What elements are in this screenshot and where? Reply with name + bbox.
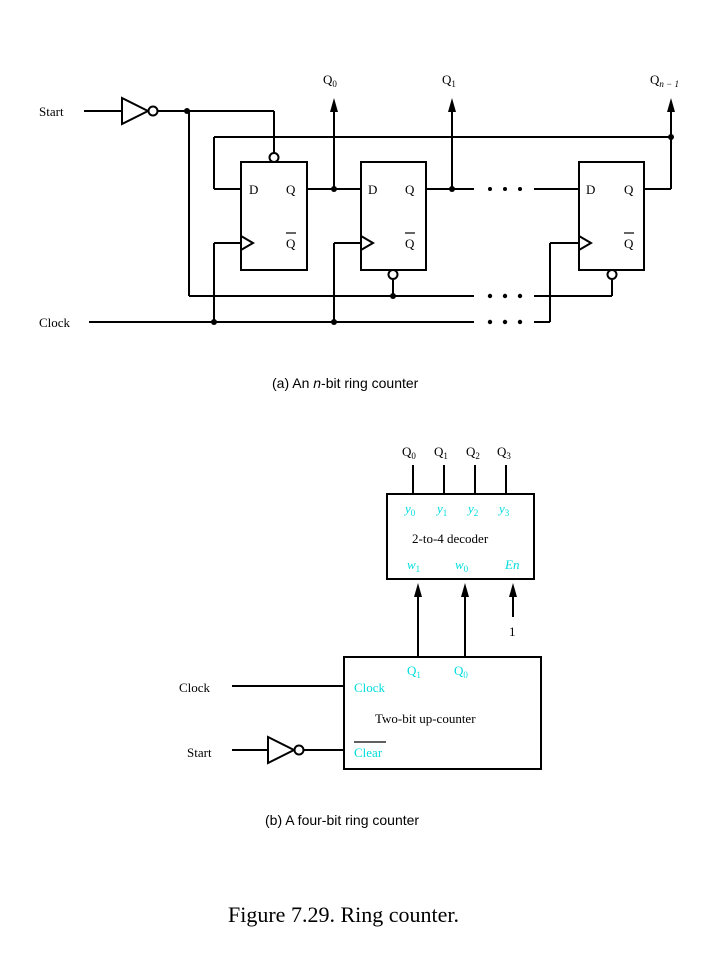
en-constant-label: 1 bbox=[509, 624, 516, 639]
junction-dot bbox=[211, 319, 217, 325]
ff0-q-label: Q bbox=[286, 182, 296, 197]
junction-dot bbox=[331, 319, 337, 325]
part-b-clock-label: Clock bbox=[179, 680, 211, 695]
q0-output-label: Q0 bbox=[323, 72, 337, 89]
flip-flop-1: D Q Q bbox=[360, 161, 427, 280]
ff0-d-label: D bbox=[249, 182, 258, 197]
counter-q1-label: Q1 bbox=[407, 663, 421, 680]
decoder-2-to-4: y0 y1 y2 y3 2-to-4 decoder w1 w0 En bbox=[386, 493, 535, 580]
output-q3-label: Q3 bbox=[497, 444, 511, 461]
decoder-y0-label: y0 bbox=[403, 501, 416, 518]
junction-dot bbox=[449, 186, 455, 192]
start-inverter bbox=[121, 96, 159, 126]
part-b-start-inverter bbox=[267, 735, 305, 765]
ffn-q-label: Q bbox=[624, 182, 634, 197]
clock-bus-ellipsis bbox=[487, 319, 523, 325]
qn-arrow bbox=[667, 98, 675, 112]
clock-triangle-icon bbox=[240, 235, 255, 251]
output-q2-label: Q2 bbox=[466, 444, 480, 461]
ff1-qbar-label: Q bbox=[405, 236, 415, 251]
clock-triangle-icon bbox=[360, 235, 375, 251]
decoder-en-label: En bbox=[504, 557, 519, 572]
stage-ellipsis bbox=[488, 187, 522, 191]
counter-q0-label: Q0 bbox=[454, 663, 468, 680]
output-q1-label: Q1 bbox=[434, 444, 448, 461]
en-arrow bbox=[509, 583, 517, 597]
clear-bus-ellipsis bbox=[487, 293, 523, 299]
output-q0-label: Q0 bbox=[402, 444, 416, 461]
ff0-preset-bubble bbox=[268, 152, 280, 163]
decoder-y2-label: y2 bbox=[466, 501, 478, 518]
decoder-w1-label: w1 bbox=[407, 557, 420, 574]
ff0-qbar-label: Q bbox=[286, 236, 296, 251]
decoder-y3-label: y3 bbox=[497, 501, 510, 518]
ffn-qbar-label: Q bbox=[624, 236, 634, 251]
flip-flop-n-minus-1: D Q Q bbox=[578, 161, 645, 280]
part-b-caption: (b) A four-bit ring counter bbox=[265, 812, 419, 828]
clock-triangle-icon bbox=[578, 235, 593, 251]
part-a-n-bit-ring-counter: Start Clock bbox=[39, 72, 679, 391]
ffn-d-label: D bbox=[586, 182, 595, 197]
two-bit-up-counter: Q1 Q0 Clock Two-bit up-counter Clear bbox=[343, 656, 542, 770]
w1-arrow bbox=[414, 583, 422, 597]
q0-arrow bbox=[330, 98, 338, 112]
figure-caption: Figure 7.29. Ring counter. bbox=[228, 902, 459, 927]
w0-arrow bbox=[461, 583, 469, 597]
junction-dot bbox=[331, 186, 337, 192]
counter-title: Two-bit up-counter bbox=[375, 711, 476, 726]
counter-clock-pin-label: Clock bbox=[354, 680, 386, 695]
junction-dot bbox=[390, 293, 396, 299]
counter-clear-pin-label: Clear bbox=[354, 745, 383, 760]
part-a-caption: (a) An n-bit ring counter bbox=[272, 375, 419, 391]
decoder-w0-label: w0 bbox=[455, 557, 469, 574]
start-label: Start bbox=[39, 104, 64, 119]
qn-output-label: Qn − 1 bbox=[650, 72, 679, 89]
decoder-y1-label: y1 bbox=[435, 501, 447, 518]
q1-output-label: Q1 bbox=[442, 72, 456, 89]
q1-arrow bbox=[448, 98, 456, 112]
clock-label: Clock bbox=[39, 315, 71, 330]
part-b-start-label: Start bbox=[187, 745, 212, 760]
ff1-q-label: Q bbox=[405, 182, 415, 197]
ffn-clear-bubble bbox=[606, 269, 618, 280]
part-b-four-bit-ring-counter: Q0 Q1 Q2 Q3 y0 y1 y2 y3 2-to-4 decoder w… bbox=[179, 444, 542, 828]
flip-flop-0: D Q Q bbox=[240, 152, 308, 271]
decoder-title: 2-to-4 decoder bbox=[412, 531, 489, 546]
ff1-d-label: D bbox=[368, 182, 377, 197]
ff1-clear-bubble bbox=[387, 269, 399, 280]
